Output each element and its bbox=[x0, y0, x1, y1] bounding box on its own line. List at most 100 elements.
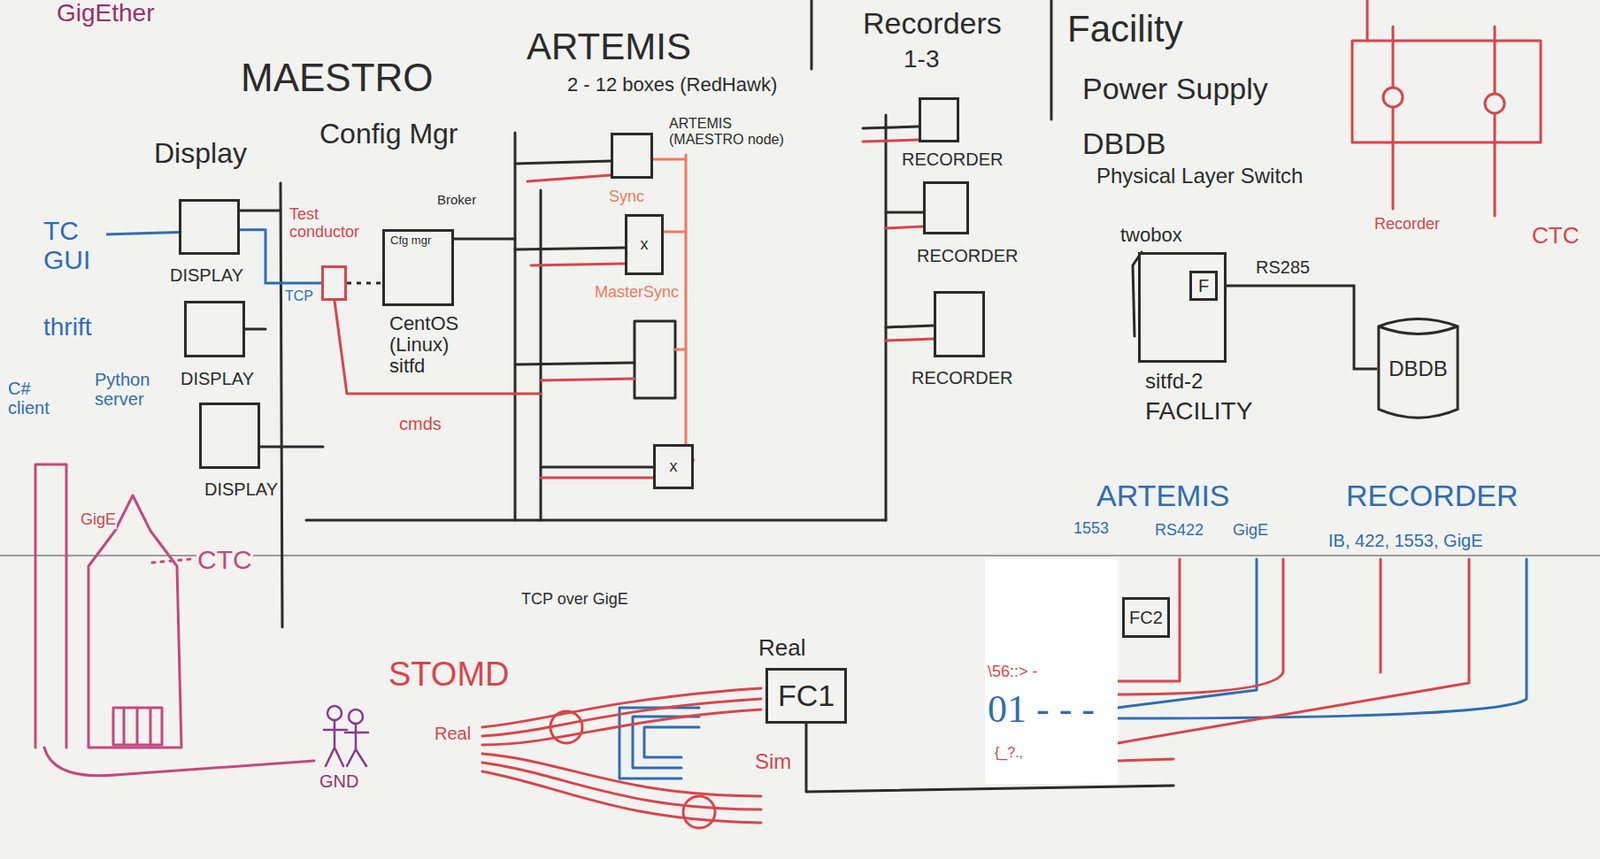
board-label: IB, 422, 1553, GigE bbox=[1327, 530, 1485, 551]
head bbox=[348, 709, 363, 724]
board-label: cmds bbox=[398, 414, 443, 434]
board-label: ARTEMIS bbox=[1095, 479, 1231, 513]
stomd-wire bbox=[482, 688, 762, 728]
node-text: Test conductor bbox=[288, 206, 375, 242]
node-text: Sync bbox=[607, 188, 646, 207]
board-label: Power Supply bbox=[1081, 72, 1270, 106]
board-label: Sim bbox=[753, 750, 793, 774]
wire bbox=[515, 362, 635, 365]
wire bbox=[885, 338, 934, 341]
stomd-wire bbox=[482, 709, 762, 746]
stomd-wire bbox=[482, 753, 762, 797]
rocket-detail bbox=[123, 707, 151, 746]
recorder-box: RECORDER bbox=[923, 181, 970, 235]
f-box: F bbox=[1189, 270, 1218, 301]
stomd-wire bbox=[482, 771, 762, 824]
node-text: Real bbox=[757, 635, 807, 662]
loop bbox=[644, 727, 700, 758]
board-label: Config Mgr bbox=[318, 118, 460, 150]
cmds-wire bbox=[334, 300, 541, 394]
wire-loop bbox=[683, 796, 716, 829]
connector-line bbox=[1217, 285, 1377, 370]
node-text: DBDB bbox=[1387, 357, 1449, 381]
node-text: DISPLAY bbox=[179, 369, 255, 389]
fc2-box: FC2 bbox=[1122, 597, 1170, 639]
body bbox=[345, 723, 369, 767]
wire bbox=[1117, 559, 1180, 682]
node-text: FACILITY bbox=[1144, 398, 1254, 426]
artemis-box: xMasterSync bbox=[624, 214, 664, 276]
cylinder-rim bbox=[1378, 326, 1458, 334]
connector bbox=[346, 283, 383, 285]
wire bbox=[663, 230, 686, 234]
facility-sketch bbox=[1352, 0, 1541, 143]
body bbox=[323, 720, 347, 767]
node-text: twobox bbox=[1119, 224, 1184, 247]
wire bbox=[1117, 559, 1257, 708]
board-label: TCP over GigE bbox=[520, 591, 630, 609]
blue-wires bbox=[104, 214, 1527, 779]
wire bbox=[862, 126, 919, 129]
board-label: thrift bbox=[42, 314, 93, 342]
node-text: x bbox=[669, 458, 679, 477]
artemis-box bbox=[634, 321, 676, 399]
wire bbox=[675, 348, 686, 352]
node-text: sitfd-2 bbox=[1144, 369, 1204, 393]
board-label: STOMD bbox=[387, 656, 511, 694]
node-text: \56::> - bbox=[986, 663, 1039, 682]
wire bbox=[885, 226, 924, 229]
artemis-box: ARTEMIS (MAESTRO node)Sync bbox=[610, 132, 654, 179]
rocket-sketch bbox=[35, 464, 315, 777]
wire bbox=[540, 466, 654, 470]
bottom-bus bbox=[306, 519, 886, 523]
board-label: TC GUI bbox=[42, 215, 107, 275]
test-conductor-box: Test conductor bbox=[321, 265, 347, 301]
node-text: ARTEMIS (MAESTRO node) bbox=[668, 115, 787, 147]
facility-sketch bbox=[1493, 26, 1497, 216]
board-label: 1553 bbox=[1072, 520, 1110, 539]
node-text: RECORDER bbox=[900, 149, 1004, 170]
wire bbox=[540, 476, 654, 480]
facility-sketch bbox=[1392, 26, 1395, 209]
board-label: ARTEMIS bbox=[525, 26, 693, 68]
board-label: CTC bbox=[1530, 223, 1580, 249]
board-label: DBDB bbox=[1081, 127, 1167, 161]
board-label: Display bbox=[153, 138, 248, 170]
maestro-bus bbox=[280, 183, 283, 628]
head bbox=[327, 706, 342, 721]
connector-label: TCP bbox=[284, 288, 315, 305]
cylinder-body bbox=[1378, 319, 1458, 419]
wire bbox=[1117, 559, 1470, 744]
connector-circle bbox=[1484, 93, 1505, 114]
node-text: {_?., bbox=[993, 745, 1024, 762]
node-text: FC1 bbox=[776, 679, 836, 713]
wire bbox=[653, 158, 686, 162]
board-label: 1-3 bbox=[902, 46, 940, 74]
launch-tower bbox=[35, 464, 67, 748]
node-text: Cfg mgr bbox=[389, 234, 432, 247]
wire bbox=[1379, 559, 1383, 673]
board-label: GND bbox=[318, 771, 360, 792]
sync-wire bbox=[684, 154, 688, 478]
database-cylinder: DBDB bbox=[1376, 315, 1460, 423]
connector-line bbox=[346, 282, 383, 285]
ocr-patch: \56::> -01 - - -{_?., bbox=[984, 559, 1118, 785]
node-text: RECORDER bbox=[910, 368, 1014, 388]
board-label: Recorders bbox=[861, 7, 1003, 40]
recorder-box: RECORDER bbox=[918, 97, 960, 143]
board-label: GigE bbox=[79, 511, 117, 530]
wire bbox=[515, 161, 611, 164]
node-text: CentOS (Linux) sitfd bbox=[388, 313, 484, 378]
board-label: Real bbox=[433, 723, 472, 744]
wire bbox=[527, 175, 611, 182]
stick-figures bbox=[323, 706, 369, 767]
wire bbox=[245, 328, 266, 331]
rocket bbox=[88, 495, 182, 748]
connector-label: RS285 bbox=[1254, 257, 1311, 277]
node-text: DISPLAY bbox=[203, 479, 279, 500]
board-label: Physical Layer Switch bbox=[1095, 164, 1304, 188]
wire bbox=[1117, 759, 1174, 762]
loop bbox=[619, 707, 700, 779]
orange-wires bbox=[653, 154, 694, 478]
